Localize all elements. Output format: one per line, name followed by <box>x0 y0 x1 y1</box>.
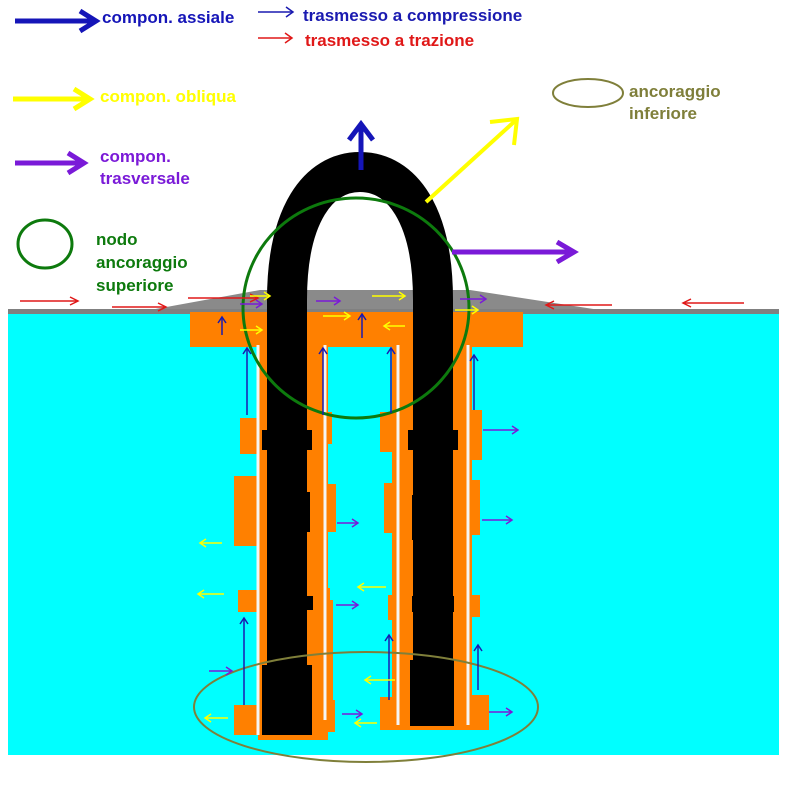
legend-axial-icon <box>15 8 101 34</box>
legend-compression-icon <box>258 6 295 18</box>
lower-anchorage-ellipse <box>193 651 539 763</box>
legend-transverse-line-2: trasversale <box>100 169 190 188</box>
top-axial-arrow <box>347 119 375 170</box>
legend-upper-node-line-1: nodo <box>96 230 138 249</box>
shaft-oblique-arrows <box>196 538 395 728</box>
upper-node-circle <box>241 196 471 420</box>
bar-ribs <box>262 430 458 735</box>
legend-lower-anchor-line-2: inferiore <box>629 104 698 123</box>
legend-lower-anchor-label: ancoraggio inferiore <box>629 81 721 125</box>
hairpin-bar <box>267 151 453 730</box>
legend-traction-icon <box>258 32 294 44</box>
legend-oblique-label: compon. obliqua <box>100 87 236 106</box>
legend-lower-anchor-line-1: ancoraggio <box>629 82 721 101</box>
legend-transverse-icon <box>15 150 89 176</box>
top-oblique-arrow <box>424 116 520 204</box>
top-transverse-arrow <box>452 239 579 265</box>
legend-compression-label: trasmesso a compressione <box>303 6 523 25</box>
legend-upper-node-label: nodo ancoraggio superiore <box>96 228 188 297</box>
node-transverse-arrows <box>240 294 488 309</box>
legend-traction-label: trasmesso a trazione <box>305 31 475 50</box>
surface-mound <box>150 290 600 310</box>
surface-line <box>8 309 779 314</box>
legend-axial-label: compon. assiale <box>102 8 235 27</box>
legend-oblique-icon <box>13 86 95 112</box>
compression-arrows <box>217 312 483 705</box>
legend-upper-node-icon <box>16 218 74 270</box>
legend-upper-node-line-3: superiore <box>96 276 174 295</box>
shaft-transverse-arrows <box>209 425 520 719</box>
legend-transverse-label: compon. trasversale <box>100 146 190 190</box>
legend-upper-node-line-2: ancoraggio <box>96 253 188 272</box>
node-oblique-arrows <box>240 291 480 335</box>
legend-transverse-line-1: compon. <box>100 147 171 166</box>
legend-lower-anchor-icon <box>552 78 624 108</box>
